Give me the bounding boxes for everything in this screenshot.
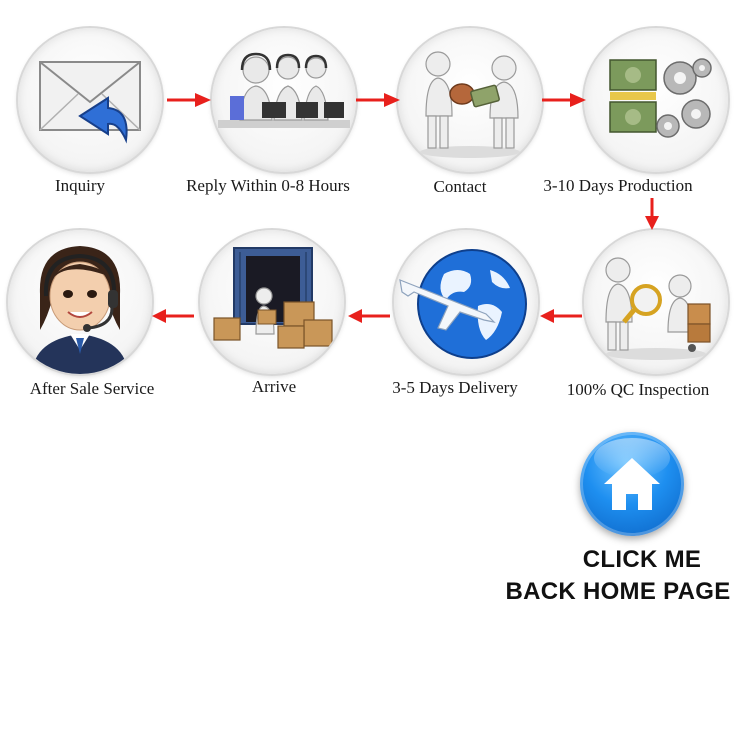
step-production xyxy=(584,28,728,172)
home-button[interactable] xyxy=(580,432,684,536)
label-reply: Reply Within 0-8 Hours xyxy=(186,176,350,195)
globe-airplane-icon xyxy=(399,249,527,359)
home-icon xyxy=(604,458,660,510)
label-production: 3-10 Days Production xyxy=(543,176,693,195)
handshake-figures-icon xyxy=(420,51,520,158)
back-home-page-text[interactable]: BACK HOME PAGE xyxy=(505,578,731,605)
step-inquiry xyxy=(18,28,162,172)
call-center-agents-icon xyxy=(218,52,350,128)
support-agent-icon xyxy=(32,246,128,374)
arrow-production-to-qc xyxy=(645,198,659,230)
envelope-reply-icon xyxy=(39,61,141,144)
label-contact: Contact xyxy=(433,177,487,196)
step-contact xyxy=(398,28,542,172)
step-after-sale-service xyxy=(8,230,152,374)
arrow-contact-to-production xyxy=(542,93,586,107)
arrow-reply-to-contact xyxy=(356,93,400,107)
step-arrive xyxy=(200,230,344,374)
money-gears-icon xyxy=(609,58,712,138)
container-boxes-icon xyxy=(213,247,333,349)
label-inquiry: Inquiry xyxy=(54,176,106,195)
step-reply xyxy=(212,28,356,172)
label-delivery: 3-5 Days Delivery xyxy=(392,378,518,397)
label-arrive: Arrive xyxy=(251,377,297,396)
click-me-text[interactable]: CLICK ME xyxy=(582,546,702,573)
step-qc-inspection xyxy=(584,230,728,374)
label-qc-inspection: 100% QC Inspection xyxy=(566,380,710,399)
arrow-inquiry-to-reply xyxy=(167,93,211,107)
arrow-delivery-to-arrive xyxy=(348,309,390,323)
arrow-arrive-to-after-sale xyxy=(152,309,194,323)
arrow-qc-to-delivery xyxy=(540,309,582,323)
label-after-sale-service: After Sale Service xyxy=(29,379,155,398)
step-delivery xyxy=(394,230,538,374)
magnifier-inspection-icon xyxy=(605,257,711,360)
